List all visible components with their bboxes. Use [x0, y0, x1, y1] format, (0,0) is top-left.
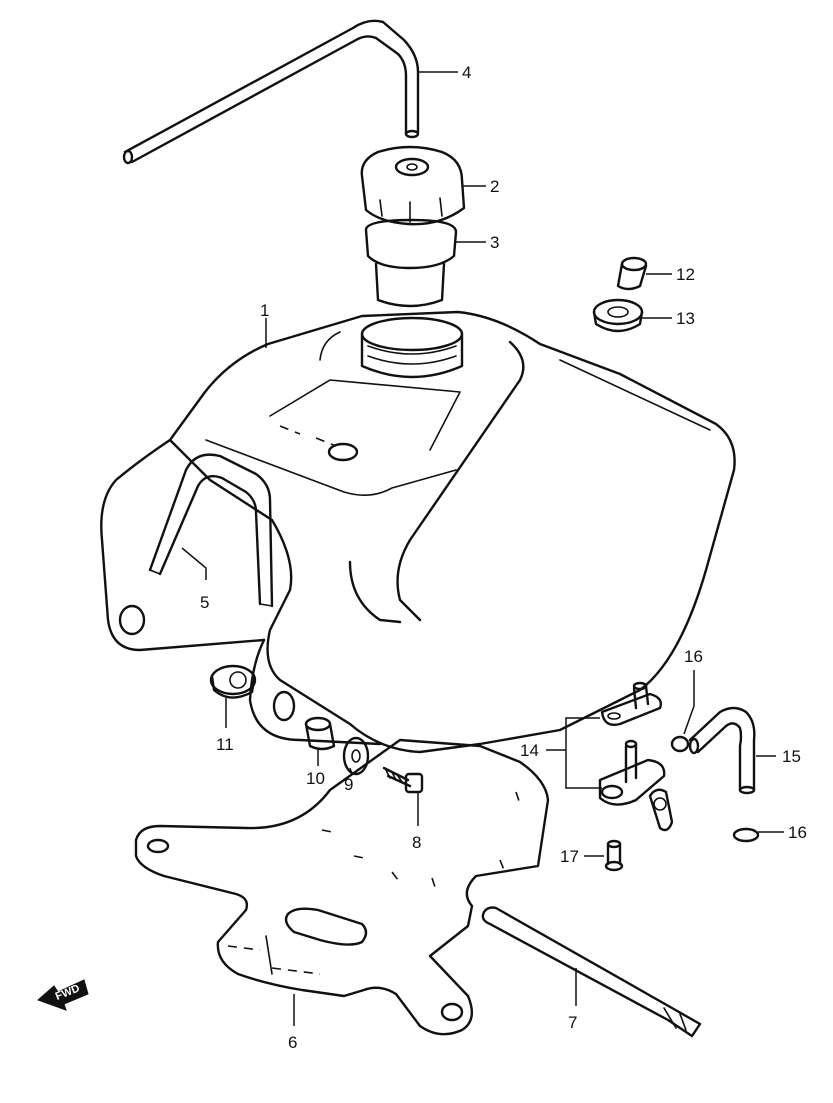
leader-lines: [181, 71, 784, 1026]
part-4-breather-hose: [122, 19, 420, 165]
callout-1: 1: [260, 301, 269, 320]
part-12-rubber: [616, 256, 648, 291]
part-8-bolt: [382, 766, 424, 794]
callout-6: 6: [288, 1033, 297, 1052]
callout-4: 4: [462, 63, 471, 82]
fwd-arrow-icon: FWD: [37, 979, 89, 1011]
callout-15: 15: [782, 747, 801, 766]
part-16-clip-lower: [732, 827, 760, 843]
part-13-grommet: [592, 298, 644, 333]
callout-14: 14: [520, 741, 539, 760]
part-1-fuel-tank: [100, 310, 736, 754]
callout-17: 17: [560, 847, 579, 866]
part-6-bracket-plate: [134, 738, 550, 1036]
part-16-clip-upper: [670, 735, 690, 753]
part-15-fuel-hose: [688, 706, 756, 795]
part-11-damper: [209, 664, 257, 699]
part-7-band-strap: [481, 906, 702, 1038]
part-17-screw: [604, 839, 624, 872]
callout-13: 13: [676, 309, 695, 328]
part-2-fuel-cap: [360, 145, 466, 226]
part-14-fuel-cock: [598, 681, 674, 832]
callout-10: 10: [306, 769, 325, 788]
part-9-washer: [342, 736, 370, 776]
callout-12: 12: [676, 265, 695, 284]
callout-9: 9: [344, 775, 353, 794]
callout-5: 5: [200, 593, 209, 612]
part-3-filler-ring: [364, 218, 458, 308]
callout-2: 2: [490, 177, 499, 196]
callout-7: 7: [568, 1013, 577, 1032]
callout-11: 11: [216, 735, 234, 754]
callouts: 4 2 3 12 13 1 5 11 10 9 8 6 7 14 16 15 1…: [200, 63, 807, 1052]
part-5-rubber-strap: [148, 453, 274, 608]
callout-8: 8: [412, 833, 421, 852]
callout-16-upper: 16: [684, 647, 703, 666]
callout-16-lower: 16: [788, 823, 807, 842]
part-10-collar: [304, 716, 336, 751]
callout-3: 3: [490, 233, 499, 252]
